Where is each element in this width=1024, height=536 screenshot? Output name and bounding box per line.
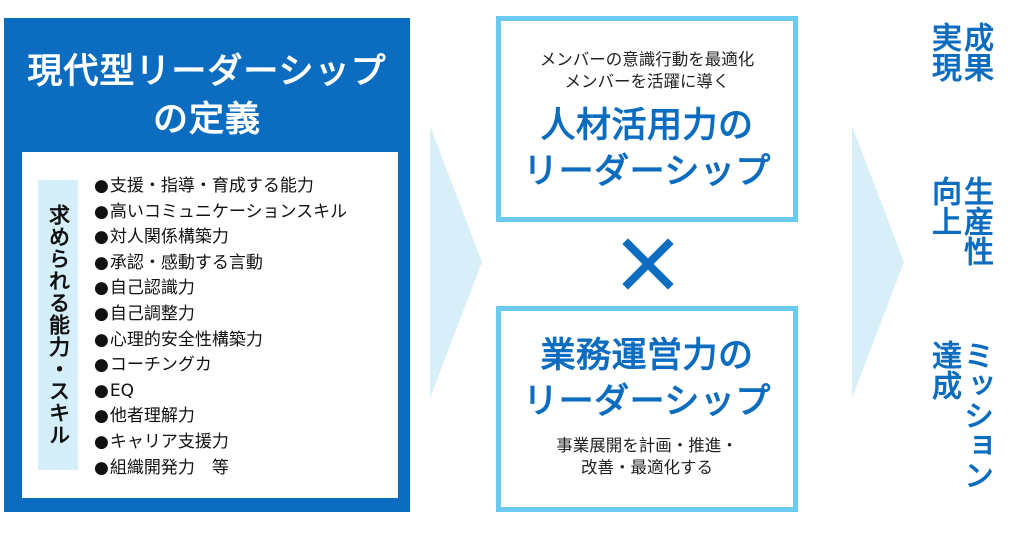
skill-item: 高いコミュニケーションスキル [94, 200, 347, 226]
skill-item: 自己認識力 [94, 276, 347, 302]
skill-item: 組織開発力 等 [94, 456, 347, 482]
skill-item: 心理的安全性構築力 [94, 328, 347, 354]
skill-item: 自己調整力 [94, 302, 347, 328]
talent-leadership-title: 人材活用力の リーダーシップ [501, 103, 793, 195]
definition-title-line1: 現代型リーダーシップ [27, 52, 387, 92]
operations-leadership-title: 業務運営力の リーダーシップ [501, 333, 793, 425]
talent-main-line2: リーダーシップ [523, 152, 771, 192]
talent-sub-line1: メンバーの意識行動を最適化 [539, 50, 755, 69]
definition-title: 現代型リーダーシップ の定義 [4, 48, 410, 144]
skills-label-tag: 求められる能力・スキル [38, 180, 78, 470]
skill-item: コーチングカ [94, 353, 347, 379]
talent-main-line1: 人材活用力の [540, 106, 754, 146]
multiply-icon [622, 238, 674, 290]
skills-label: 求められる能力・スキル [46, 204, 71, 446]
skills-panel: 求められる能力・スキル 支援・指導・育成する能力 高いコミュニケーションスキル … [22, 152, 398, 498]
skill-item: 承認・感動する言動 [94, 251, 347, 277]
operations-leadership-box: 業務運営力の リーダーシップ 事業展開を計画・推進・ 改善・最適化する [496, 306, 798, 512]
skill-item: キャリア支援力 [94, 430, 347, 456]
operations-main-line2: リーダーシップ [523, 382, 771, 422]
right-arrow-2 [852, 126, 904, 398]
operations-main-line1: 業務運営力の [540, 336, 754, 376]
result-primary: 生産性 [958, 176, 993, 266]
result-primary: ミッション [958, 340, 993, 490]
talent-sub-line2: メンバーを活躍に導く [564, 72, 730, 91]
arrow-shape-icon [430, 126, 482, 398]
result-secondary: 実現 [926, 22, 961, 82]
arrow-shape-icon [852, 126, 904, 398]
operations-sub-line2: 改善・最適化する [581, 458, 713, 477]
definition-box: 現代型リーダーシップ の定義 求められる能力・スキル 支援・指導・育成する能力 … [4, 18, 410, 512]
skill-item: 対人関係構築力 [94, 225, 347, 251]
result-primary: 成果 [958, 22, 993, 82]
skill-item: EQ [94, 379, 347, 405]
definition-title-line2: の定義 [152, 100, 261, 140]
operations-leadership-description: 事業展開を計画・推進・ 改善・最適化する [501, 435, 793, 479]
skill-item: 支援・指導・育成する能力 [94, 174, 347, 200]
result-secondary: 向上 [926, 176, 961, 236]
skill-item: 他者理解力 [94, 404, 347, 430]
right-arrow-1 [430, 126, 482, 398]
result-productivity: 生産性 向上 [926, 176, 993, 266]
talent-leadership-box: メンバーの意識行動を最適化 メンバーを活躍に導く 人材活用力の リーダーシップ [496, 16, 798, 222]
operations-sub-line1: 事業展開を計画・推進・ [556, 436, 738, 455]
talent-leadership-description: メンバーの意識行動を最適化 メンバーを活躍に導く [501, 49, 793, 93]
skills-list: 支援・指導・育成する能力 高いコミュニケーションスキル 対人関係構築力 承認・感… [94, 174, 347, 481]
result-mission: ミッション 達成 [926, 340, 993, 490]
result-achievement: 成果 実現 [926, 22, 993, 82]
result-secondary: 達成 [926, 340, 961, 400]
